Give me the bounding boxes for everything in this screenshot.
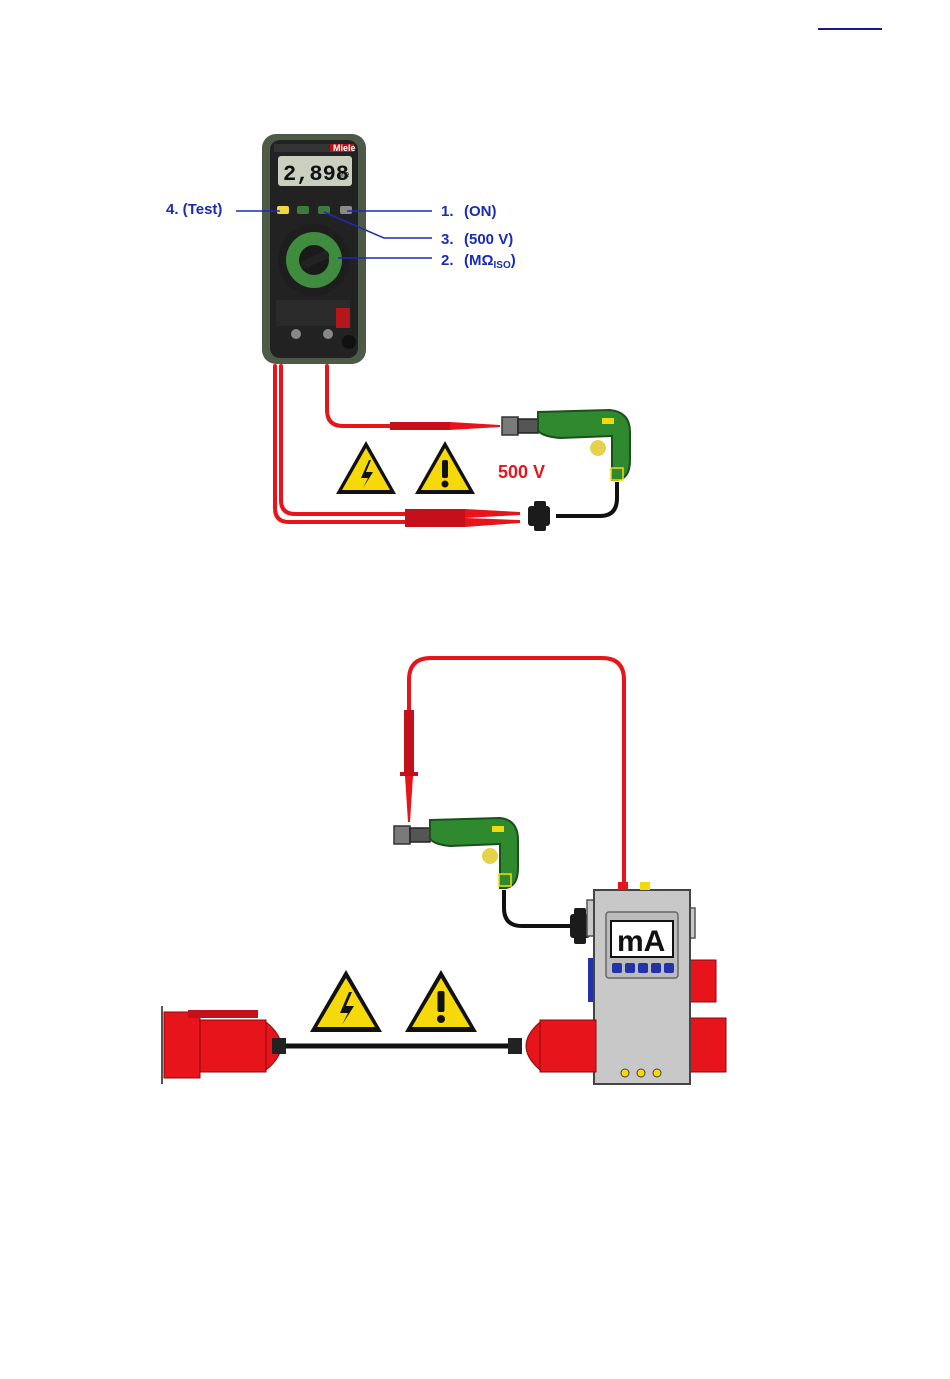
lcd-unit: MΩ	[338, 172, 349, 179]
callout-on-number: 1.	[441, 203, 454, 220]
callout-on-label: (ON)	[464, 203, 497, 220]
mains-plug-right	[526, 1020, 596, 1072]
high-voltage-warning-icon	[310, 970, 382, 1032]
tester-display-value: mA	[617, 925, 665, 958]
general-warning-icon	[415, 441, 475, 494]
test-button[interactable]	[277, 206, 289, 214]
callout-test: 4. (Test)	[166, 201, 222, 218]
tester-key-3[interactable]	[638, 963, 648, 973]
on-button[interactable]	[340, 206, 352, 214]
function-button[interactable]	[297, 206, 309, 214]
header-rule	[818, 28, 882, 30]
test-voltage-label: 500 V	[498, 462, 545, 482]
drill	[394, 818, 572, 926]
upper-probe	[390, 422, 500, 430]
tester-key-5[interactable]	[664, 963, 674, 973]
leakage-tester: mA	[587, 882, 726, 1084]
lower-probes	[405, 509, 520, 527]
tester-key-1[interactable]	[612, 963, 622, 973]
drill-plug	[528, 501, 550, 531]
mains-plug-left	[164, 1010, 281, 1078]
test-leads	[275, 366, 410, 522]
high-voltage-warning-icon	[336, 441, 396, 494]
tester-key-2[interactable]	[625, 963, 635, 973]
callout-voltage-label: (500 V)	[464, 231, 513, 248]
multimeter: Miele 2,898 MΩ	[262, 134, 366, 364]
brand-label: Miele	[333, 143, 356, 153]
callout-voltage-number: 3.	[441, 231, 454, 248]
callout-range-label: (MΩISO)	[464, 252, 516, 271]
leakage-current-diagram: mA	[0, 640, 950, 1100]
callout-range-number: 2.	[441, 252, 454, 269]
probe	[400, 710, 418, 822]
tester-key-4[interactable]	[651, 963, 661, 973]
general-warning-icon	[405, 970, 477, 1032]
tester-keypad	[612, 963, 674, 973]
insulation-test-diagram: Miele 2,898 MΩ 4. (Test) 1. (ON) 3. (500…	[0, 120, 950, 560]
